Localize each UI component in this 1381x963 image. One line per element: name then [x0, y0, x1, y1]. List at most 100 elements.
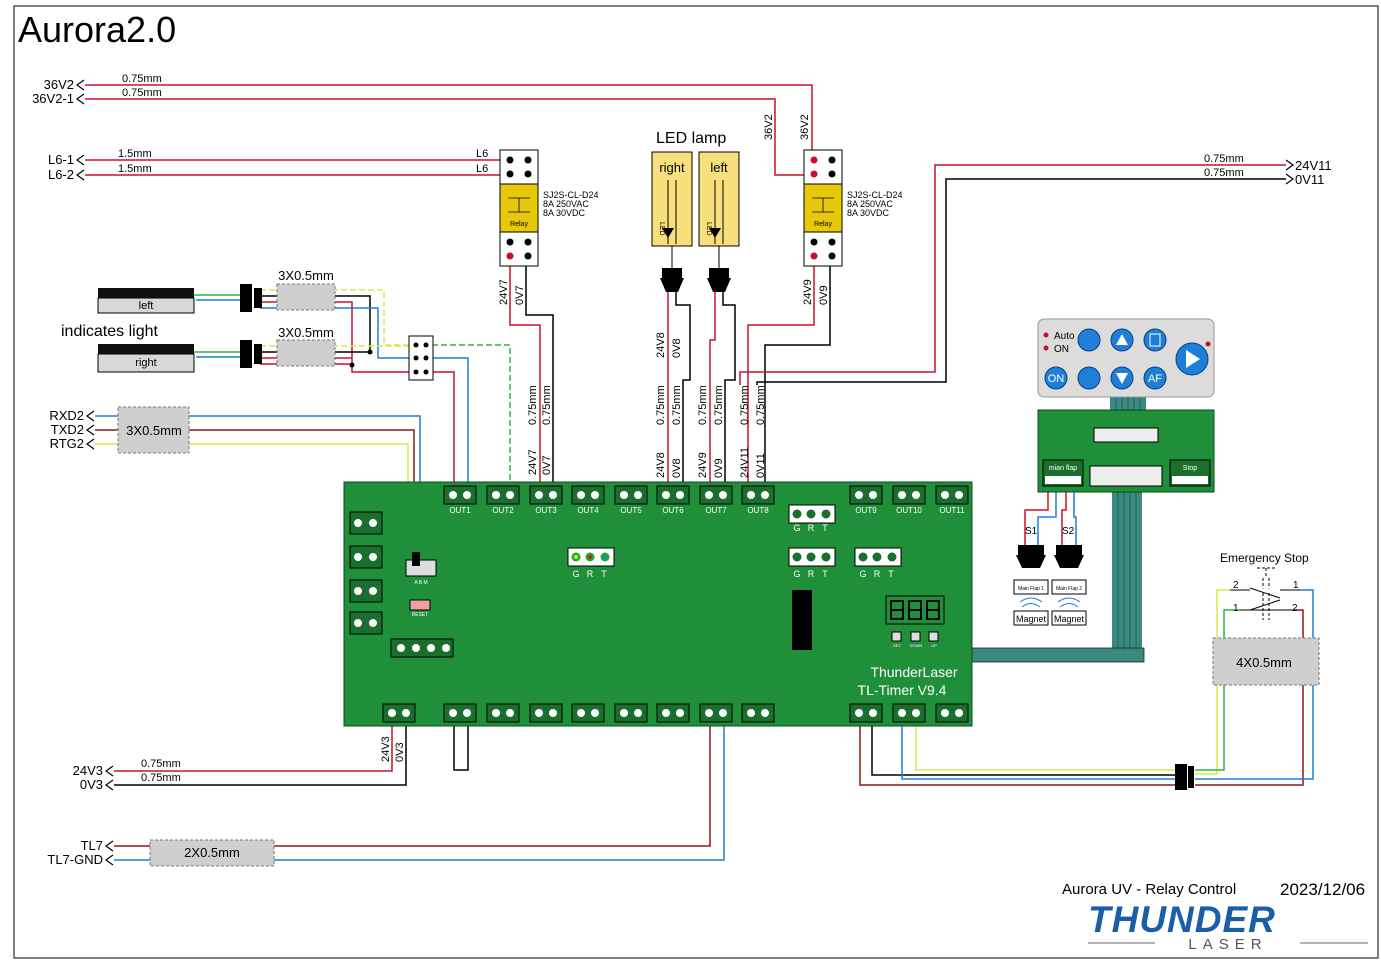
grt-letter: R [808, 523, 815, 533]
svg-text:0V7: 0V7 [541, 455, 553, 475]
output-terminal-6: OUT6 [656, 485, 690, 515]
svg-text:0V8: 0V8 [671, 338, 683, 358]
arrow-up-icon [1116, 334, 1128, 345]
output-label: OUT4 [577, 506, 599, 515]
svg-text:24V8: 24V8 [655, 452, 667, 478]
svg-text:0V11: 0V11 [755, 453, 767, 478]
svg-text:0.75mm: 0.75mm [655, 385, 667, 425]
terminal-36v2-1: 36V2-1 [32, 91, 74, 106]
grt-letter: R [874, 569, 881, 579]
svg-text:0.75mm: 0.75mm [527, 385, 539, 425]
output-label: OUT7 [705, 506, 727, 515]
terminal-txd2: TXD2 [51, 422, 84, 437]
bottom-terminal [741, 703, 775, 723]
indicator-left-label: left [139, 300, 154, 312]
svg-text:LED: LED [658, 222, 665, 236]
relay-2: Relay SJ2S-CL-D24 8A 250VAC 8A 30VDC [803, 149, 903, 267]
svg-text:2: 2 [1233, 580, 1239, 591]
led-lamp-title: LED lamp [656, 130, 726, 147]
output-label: OUT5 [620, 506, 642, 515]
cable-tl7-label: 2X0.5mm [184, 845, 240, 860]
cable-4x05-label: 4X0.5mm [1236, 655, 1292, 670]
panel-focus-button[interactable] [1077, 328, 1101, 352]
label-l6-b: L6 [476, 163, 488, 175]
svg-text:A B M: A B M [414, 580, 427, 586]
svg-text:UP: UP [931, 643, 937, 648]
board-brand: ThunderLaser [870, 664, 958, 680]
diagram-title: Aurora2.0 [18, 9, 176, 50]
svg-text:36V2: 36V2 [763, 114, 775, 140]
footer-subtitle: Aurora UV - Relay Control [1062, 881, 1236, 898]
right-terminals: 24V11 0V11 [1285, 158, 1332, 187]
svg-text:1.5mm: 1.5mm [118, 148, 152, 160]
output-terminal-10: OUT10 [892, 485, 926, 515]
svg-text:3X0.5mm: 3X0.5mm [278, 268, 334, 283]
svg-text:S2: S2 [1062, 526, 1075, 537]
output-terminal-3: OUT3 [529, 485, 563, 515]
grt-connector-3 [788, 547, 836, 567]
bottom-terminal [699, 703, 733, 723]
grt-letter: G [572, 569, 579, 579]
svg-text:SJ2S-CL-D24: SJ2S-CL-D24 [847, 190, 903, 200]
label-l6-a: L6 [476, 148, 488, 160]
output-terminal-4: OUT4 [571, 485, 605, 515]
svg-text:1: 1 [1233, 603, 1239, 614]
panel-light-button[interactable] [1077, 366, 1101, 390]
svg-text:AF: AF [1148, 373, 1162, 385]
terminal-24v11: 24V11 [1295, 158, 1332, 173]
svg-text:S1: S1 [1025, 526, 1038, 537]
svg-text:0.75mm: 0.75mm [141, 758, 181, 770]
flap-switches: S1 S2 Main Flap 1 Main Flap 2 Magnet Mag… [1013, 526, 1087, 626]
bottom-terminal [656, 703, 690, 723]
svg-text:0V8: 0V8 [671, 458, 683, 478]
grt-letter: T [601, 569, 607, 579]
svg-text:Relay: Relay [510, 221, 528, 228]
svg-text:0.75mm: 0.75mm [541, 385, 553, 425]
bottom-terminal [571, 703, 605, 723]
terminal-tl7: TL7 [81, 838, 103, 853]
diagram-frame [13, 5, 1379, 959]
bottom-terminal [529, 703, 563, 723]
output-label: OUT8 [747, 506, 769, 515]
svg-text:0.75mm: 0.75mm [122, 73, 162, 85]
svg-text:0.75mm: 0.75mm [141, 772, 181, 784]
panel-auto-label: Auto [1054, 331, 1075, 342]
output-label: OUT9 [855, 506, 877, 515]
grt-letter: T [822, 523, 828, 533]
svg-text:0V7: 0V7 [514, 285, 526, 305]
magnet-2-label: Magnet [1054, 614, 1085, 624]
wire-labels: 0.75mm 0.75mm 1.5mm 1.5mm 0.75mm 0.75mm … [118, 73, 1244, 784]
svg-text:SET: SET [893, 643, 901, 648]
panel-on-button[interactable] [1044, 366, 1068, 390]
grt-connector-1 [567, 547, 615, 567]
bottom-terminal [849, 703, 883, 723]
terminal-24v3: 24V3 [73, 763, 103, 778]
panel-af-button[interactable] [1143, 366, 1167, 390]
cable-box-serial [117, 406, 190, 454]
terminal-0v11: 0V11 [1295, 172, 1324, 187]
grt-letter: G [793, 569, 800, 579]
grt-letter: T [822, 569, 828, 579]
footer: Aurora UV - Relay Control 2023/12/06 THU… [1062, 880, 1368, 953]
output-label: OUT6 [662, 506, 684, 515]
bottom-terminal [382, 703, 416, 723]
svg-text:SJ2S-CL-D24: SJ2S-CL-D24 [543, 190, 599, 200]
vertical-labels: 36V2 36V2 24V7 0V7 24V9 0V9 24V8 0V8 0.7… [380, 114, 830, 762]
grt-connector-2 [788, 504, 836, 524]
svg-text:LED: LED [705, 222, 712, 236]
emergency-stop-label: Emergency Stop [1220, 551, 1309, 565]
panel-menu-button[interactable] [1143, 328, 1167, 352]
svg-text:0.75mm: 0.75mm [671, 385, 683, 425]
terminal-l6-1: L6-1 [48, 152, 74, 167]
terminal-rxd2: RXD2 [49, 408, 84, 423]
svg-text:1: 1 [1293, 580, 1299, 591]
svg-text:0.75mm: 0.75mm [713, 385, 725, 425]
bottom-terminal [614, 703, 648, 723]
magnet-1-label: Magnet [1016, 614, 1047, 624]
output-label: OUT2 [492, 506, 514, 515]
indicator-right-label: right [135, 357, 156, 369]
terminal-tl7-gnd: TL7-GND [47, 852, 103, 867]
svg-text:Main Flap 2: Main Flap 2 [1056, 586, 1082, 592]
svg-text:36V2: 36V2 [799, 114, 811, 140]
led-lamp: LED lamp right left LED LED [651, 130, 740, 292]
